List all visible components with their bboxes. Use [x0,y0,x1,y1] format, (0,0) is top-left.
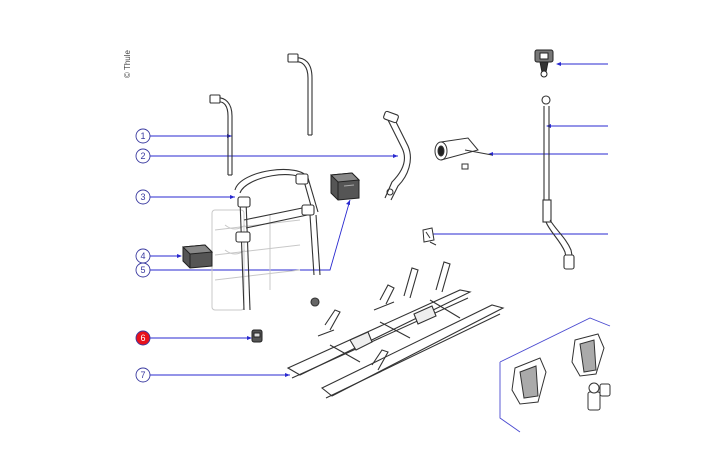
copyright-text: © Thule [123,49,132,78]
part-foam-pad-right[interactable] [571,333,605,377]
part-inset-fitting[interactable] [587,382,611,411]
callout-3[interactable]: 3 [135,189,151,205]
ghost-frame-outline [211,209,301,311]
part-bike-rails[interactable] [286,261,505,399]
callout-5[interactable]: 5 [135,262,151,278]
part-strap[interactable] [434,137,493,170]
callout-4-label: 4 [140,251,145,261]
callout-7-label: 7 [140,370,145,380]
part-curved-arm[interactable] [383,110,411,201]
callout-2-label: 2 [140,151,145,161]
part-knob[interactable] [534,49,554,78]
part-tube-1[interactable] [209,94,233,176]
part-main-frame[interactable] [234,169,321,311]
callout-7[interactable]: 7 [135,367,151,383]
part-fitting-6[interactable] [251,329,263,343]
part-block-5[interactable] [329,172,361,201]
callout-1-label: 1 [140,131,145,141]
leader-lines [150,63,608,376]
part-clip[interactable] [422,227,437,246]
callout-5-label: 5 [140,265,145,275]
callout-6-active[interactable]: 6 [135,330,151,346]
callout-4[interactable]: 4 [135,248,151,264]
part-tube-2[interactable] [287,53,313,136]
callout-3-label: 3 [140,192,145,202]
callout-6-label: 6 [140,333,145,343]
leader-arrowheads [177,62,561,377]
part-block-4[interactable] [181,244,214,269]
part-long-rod[interactable] [541,95,575,270]
part-foam-pad-left[interactable] [511,357,547,405]
inset-box [499,317,611,433]
callout-2[interactable]: 2 [135,148,151,164]
callout-1[interactable]: 1 [135,128,151,144]
